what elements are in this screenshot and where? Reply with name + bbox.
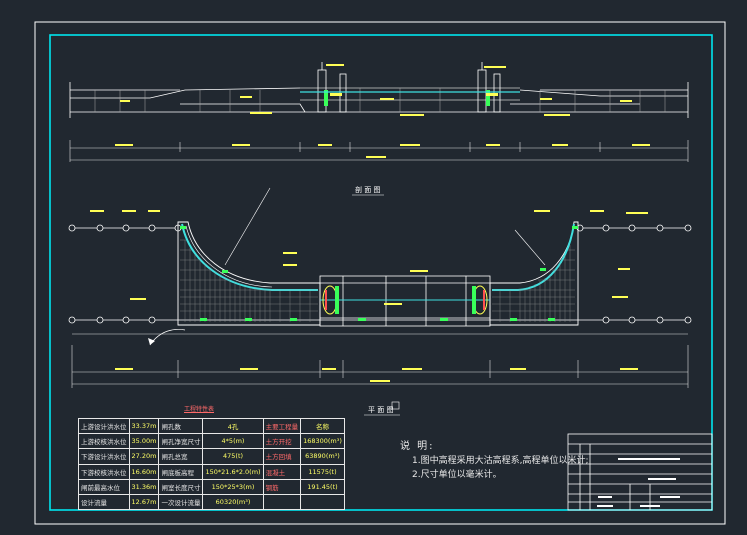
table-title: 工程特性表 (184, 406, 215, 413)
plan-axis-lines (72, 227, 688, 321)
table-cell: 33.37m (128, 417, 160, 435)
table-cell: 名称 (300, 417, 345, 435)
table-cell: 16.60m (128, 463, 160, 480)
table-cell: 闸孔净宽尺寸 (158, 433, 204, 450)
plan-dim-labels (115, 368, 638, 382)
table-cell: 闸底板高程 (158, 463, 204, 480)
table-cell: 上游设计洪水位 (78, 417, 130, 435)
notes-line-2: 2.尺寸单位以毫米计。 (412, 470, 502, 480)
table-cell: 60320(m³) (202, 493, 264, 511)
table-cell: 下游设计洪水位 (78, 448, 130, 465)
plan-dimension-line (71, 333, 689, 388)
notes-title: 说 明: (400, 441, 435, 452)
table-cell: 钢筋 (262, 478, 302, 495)
table-cell: 31.36m (128, 478, 160, 495)
table-cell: 闸孔数 (158, 417, 204, 435)
title-block (567, 433, 713, 511)
right-transition-bowl (489, 221, 579, 326)
table-cell: 35.00m (128, 433, 160, 450)
table-cell: 150*25*3(m) (202, 478, 264, 495)
table-cell: 168300(m³) (300, 433, 345, 450)
section-caption: 剖 面 图 (355, 185, 380, 194)
plan-axis-nodes (68, 224, 692, 324)
north-marker (391, 401, 400, 410)
profile-dimension-line (69, 140, 689, 162)
table-cell: 12.67m (128, 493, 160, 511)
table-cell (262, 493, 302, 511)
outer-frame (34, 21, 726, 525)
table-cell: 191.45(t) (300, 478, 345, 495)
table-cell: 475(t) (202, 448, 264, 465)
table-cell: 闸室长度尺寸 (158, 478, 204, 495)
table-cell: 150*21.6*2.0(m) (202, 463, 264, 480)
table-cell: 下游校核洪水位 (78, 463, 130, 480)
table-cell: 混凝土 (262, 463, 302, 480)
title-block-fills (597, 458, 680, 507)
table-cell: 闸前最高水位 (78, 478, 130, 495)
profile-highlights (120, 64, 632, 116)
flow-arrow (149, 329, 186, 346)
longitudinal-profile (69, 62, 689, 118)
table-cell: 主要工程量 (262, 417, 302, 435)
table-cell: 63890(m³) (300, 448, 345, 465)
sluice-chamber (319, 275, 491, 327)
notes-block: 说 明: 1.图中高程采用大沽高程系,高程单位以米计; 2.尺寸单位以毫米计。 (400, 440, 588, 482)
table-cell: 4*5(m) (202, 433, 264, 450)
plan-yellow-labels (90, 210, 648, 305)
inner-frame (49, 34, 713, 511)
sluice-gates (322, 285, 488, 321)
profile-dim-labels (115, 144, 650, 158)
table-cell: 设计流量 (78, 493, 130, 511)
table-cell: 一次设计流量 (158, 493, 204, 511)
table-cell: 土方开挖 (262, 433, 302, 450)
table-cell: 11575(t) (300, 463, 345, 480)
table-cell: 4孔 (202, 417, 264, 435)
table-cell: 土方回填 (262, 448, 302, 465)
table-cell: 上游校核洪水位 (78, 433, 130, 450)
table-cell: 闸孔总宽 (158, 448, 204, 465)
plan-caption: 平 面 图 (368, 406, 393, 414)
flow-arrowhead (148, 338, 155, 345)
notes-line-1: 1.图中高程采用大沽高程系,高程单位以米计; (412, 456, 589, 466)
left-transition-bowl (177, 187, 321, 326)
table-cell (300, 493, 345, 511)
table-cell: 27.20m (128, 448, 160, 465)
